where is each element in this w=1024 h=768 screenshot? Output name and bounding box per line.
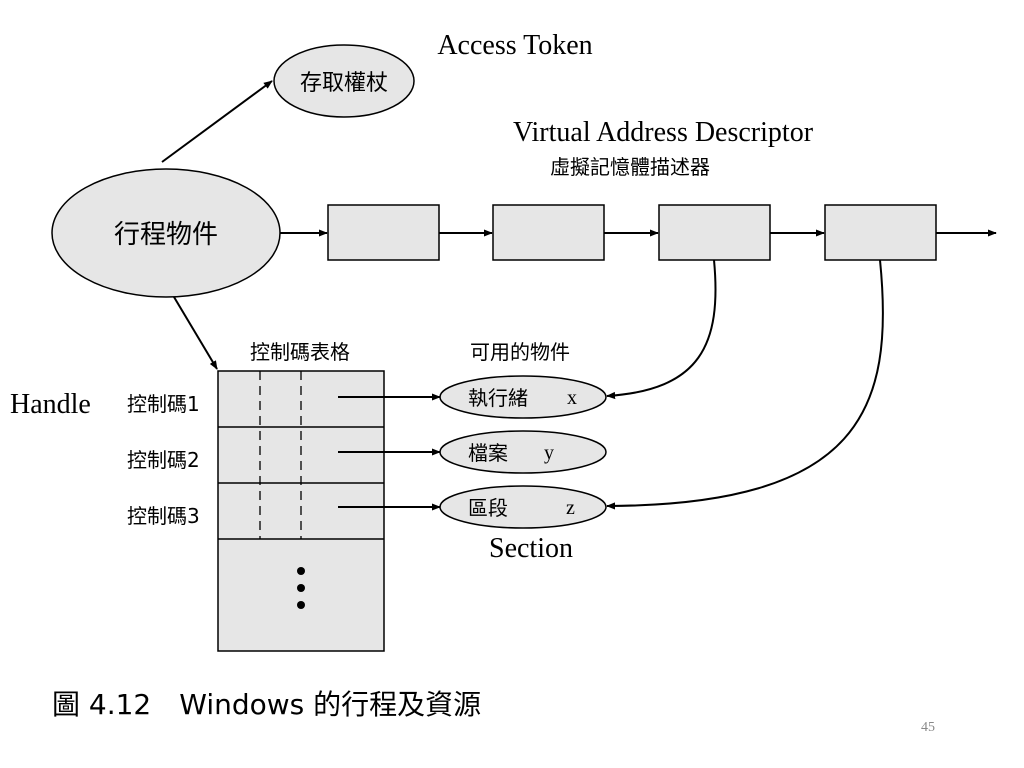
vad-box-2 [492, 204, 605, 261]
section-en-label: Section [489, 533, 573, 564]
handle-label-3: 控制碼3 [127, 504, 200, 528]
access-token-en-label: Access Token [437, 30, 592, 61]
object-file-name: 檔案 [468, 441, 508, 465]
access-token-ellipse [273, 44, 415, 118]
object-section-letter: z [566, 497, 575, 519]
handle-label-1: 控制碼1 [127, 392, 200, 416]
object-file-ellipse [439, 430, 607, 474]
access-token-zh-label: 存取權杖 [300, 71, 388, 96]
more-dot [297, 601, 305, 609]
more-dot [297, 567, 305, 575]
more-dot [297, 584, 305, 592]
arrow-to-handle-table [173, 296, 218, 370]
object-thread-letter: x [567, 387, 577, 409]
page-number: 45 [921, 720, 935, 735]
arrow-vad4-to-section [606, 259, 884, 510]
process-object-label: 行程物件 [114, 220, 218, 250]
vad-box-1 [327, 204, 440, 261]
vad-box-4 [824, 204, 937, 261]
available-objects-label: 可用的物件 [470, 340, 570, 364]
object-thread-name: 執行緒 [468, 386, 528, 410]
figure-caption: 圖 4.12 Windows 的行程及資源 [52, 688, 481, 721]
object-thread-ellipse [439, 375, 607, 419]
arrow-vad3-to-thread [606, 259, 717, 400]
arrow-to-access-token [161, 80, 273, 163]
vad-box-3 [658, 204, 771, 261]
handle-table-label: 控制碼表格 [250, 340, 350, 364]
object-section-ellipse [439, 485, 607, 529]
object-file-letter: y [544, 442, 554, 464]
vad-en-label: Virtual Address Descriptor [513, 117, 814, 148]
vad-zh-label: 虛擬記憶體描述器 [550, 155, 710, 179]
handle-label-2: 控制碼2 [127, 448, 200, 472]
object-section-name: 區段 [468, 496, 508, 520]
handle-en-label: Handle [10, 389, 91, 420]
